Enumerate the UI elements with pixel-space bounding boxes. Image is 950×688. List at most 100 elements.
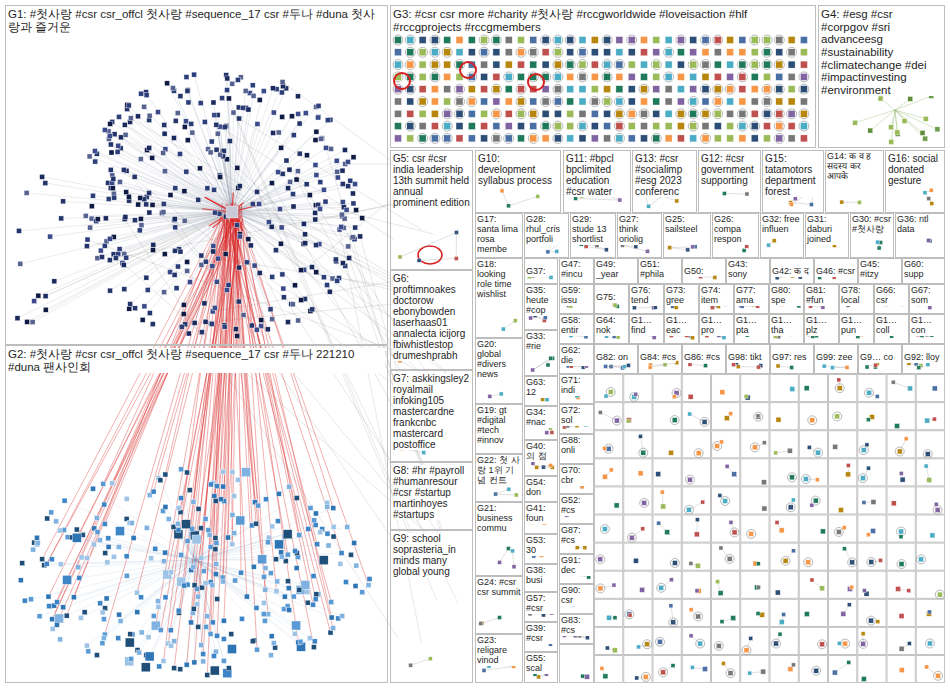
graph-edge-line (232, 155, 307, 212)
vertex-square (108, 288, 113, 293)
vertex-square (192, 72, 197, 77)
vertex-square (199, 330, 204, 335)
vertex-square (677, 86, 684, 93)
vertex-square (129, 521, 134, 526)
vertex-layer (15, 72, 372, 678)
vertex-square (567, 49, 574, 56)
vertex-square (800, 61, 807, 68)
vertex-square (604, 49, 611, 56)
vertex-square (407, 49, 414, 56)
self-loop-circle (467, 97, 477, 107)
vertex-square (702, 37, 709, 44)
vertex-square (628, 37, 635, 44)
vertex-square (407, 135, 414, 142)
vertex-square (190, 130, 195, 135)
vertex-square (501, 327, 505, 331)
vertex-square (653, 61, 660, 68)
graph-edge-line (174, 91, 232, 212)
vertex-square (702, 86, 709, 93)
vertex-square (628, 73, 635, 80)
vertex-square (203, 581, 208, 586)
vertex-square (653, 73, 660, 80)
vertex-square (714, 73, 721, 80)
vertex-square (196, 506, 201, 511)
graph-edge-line (232, 120, 330, 212)
vertex-square (604, 86, 611, 93)
vertex-square (536, 194, 540, 198)
vertex-square (146, 635, 151, 640)
vertex-square (604, 98, 611, 105)
vertex-square (86, 649, 91, 654)
vertex-square (122, 122, 127, 127)
vertex-square (211, 249, 216, 254)
vertex-square (290, 302, 295, 307)
graph-edge-line (211, 213, 238, 546)
vertex-square (178, 151, 183, 156)
vertex-square (677, 49, 684, 56)
vertex-square (189, 620, 194, 625)
vertex-square (185, 88, 190, 93)
vertex-square (261, 600, 266, 605)
vertex-square (132, 218, 137, 223)
vertex-square (124, 573, 129, 578)
graph-edge-line (895, 110, 937, 129)
vertex-square (118, 619, 123, 624)
self-loop-circle (553, 60, 563, 70)
vertex-square (88, 225, 93, 230)
vertex-square (213, 498, 218, 503)
vertex-square (95, 217, 100, 222)
vertex-square (358, 234, 363, 239)
vertex-square (776, 61, 783, 68)
vertex-square (107, 258, 112, 263)
vertex-square (161, 210, 166, 215)
vertex-square (235, 333, 240, 338)
vertex-square (78, 615, 83, 620)
vertex-square (116, 636, 121, 641)
vertex-square (285, 552, 290, 557)
self-loop-circle (602, 72, 612, 82)
vertex-square (227, 139, 232, 144)
vertex-square (144, 93, 149, 98)
vertex-square (237, 116, 242, 121)
vertex-square (84, 244, 89, 249)
vertex-square (191, 499, 196, 504)
vertex-square (95, 530, 100, 535)
vertex-square (151, 489, 156, 494)
graph-edge-line (94, 544, 195, 560)
vertex-square (47, 604, 52, 609)
self-loop-circle (455, 109, 465, 119)
vertex-square (468, 98, 475, 105)
vertex-square (407, 37, 414, 44)
vertex-square (211, 654, 216, 659)
vertex-square (199, 253, 204, 258)
vertex-square (18, 261, 23, 266)
graph-edge-line (223, 207, 240, 582)
self-loop-circle (651, 133, 661, 143)
vertex-square (628, 49, 635, 56)
vertex-square (353, 225, 358, 230)
vertex-square (431, 98, 438, 105)
vertex-square (345, 159, 350, 164)
vertex-square (419, 98, 426, 105)
vertex-square (518, 86, 525, 93)
vertex-square (102, 243, 107, 248)
vertex-square (175, 111, 180, 116)
self-loop-circle (799, 72, 809, 82)
vertex-square (331, 524, 336, 529)
vertex-square (50, 617, 55, 622)
vertex-square (350, 235, 355, 240)
vertex-square (329, 615, 334, 620)
self-loop-circle (787, 109, 797, 119)
vertex-square (278, 241, 283, 246)
vertex-square (28, 597, 33, 602)
vertex-square (493, 73, 500, 80)
self-loop-circle (627, 109, 637, 119)
vertex-square (518, 98, 525, 105)
vertex-square (212, 187, 217, 192)
vertex-square (175, 521, 180, 526)
vertex-square (677, 98, 684, 105)
vertex-square (690, 123, 697, 130)
self-loop-circle (590, 97, 600, 107)
self-loop-circle (442, 133, 452, 143)
vertex-square (395, 123, 402, 130)
